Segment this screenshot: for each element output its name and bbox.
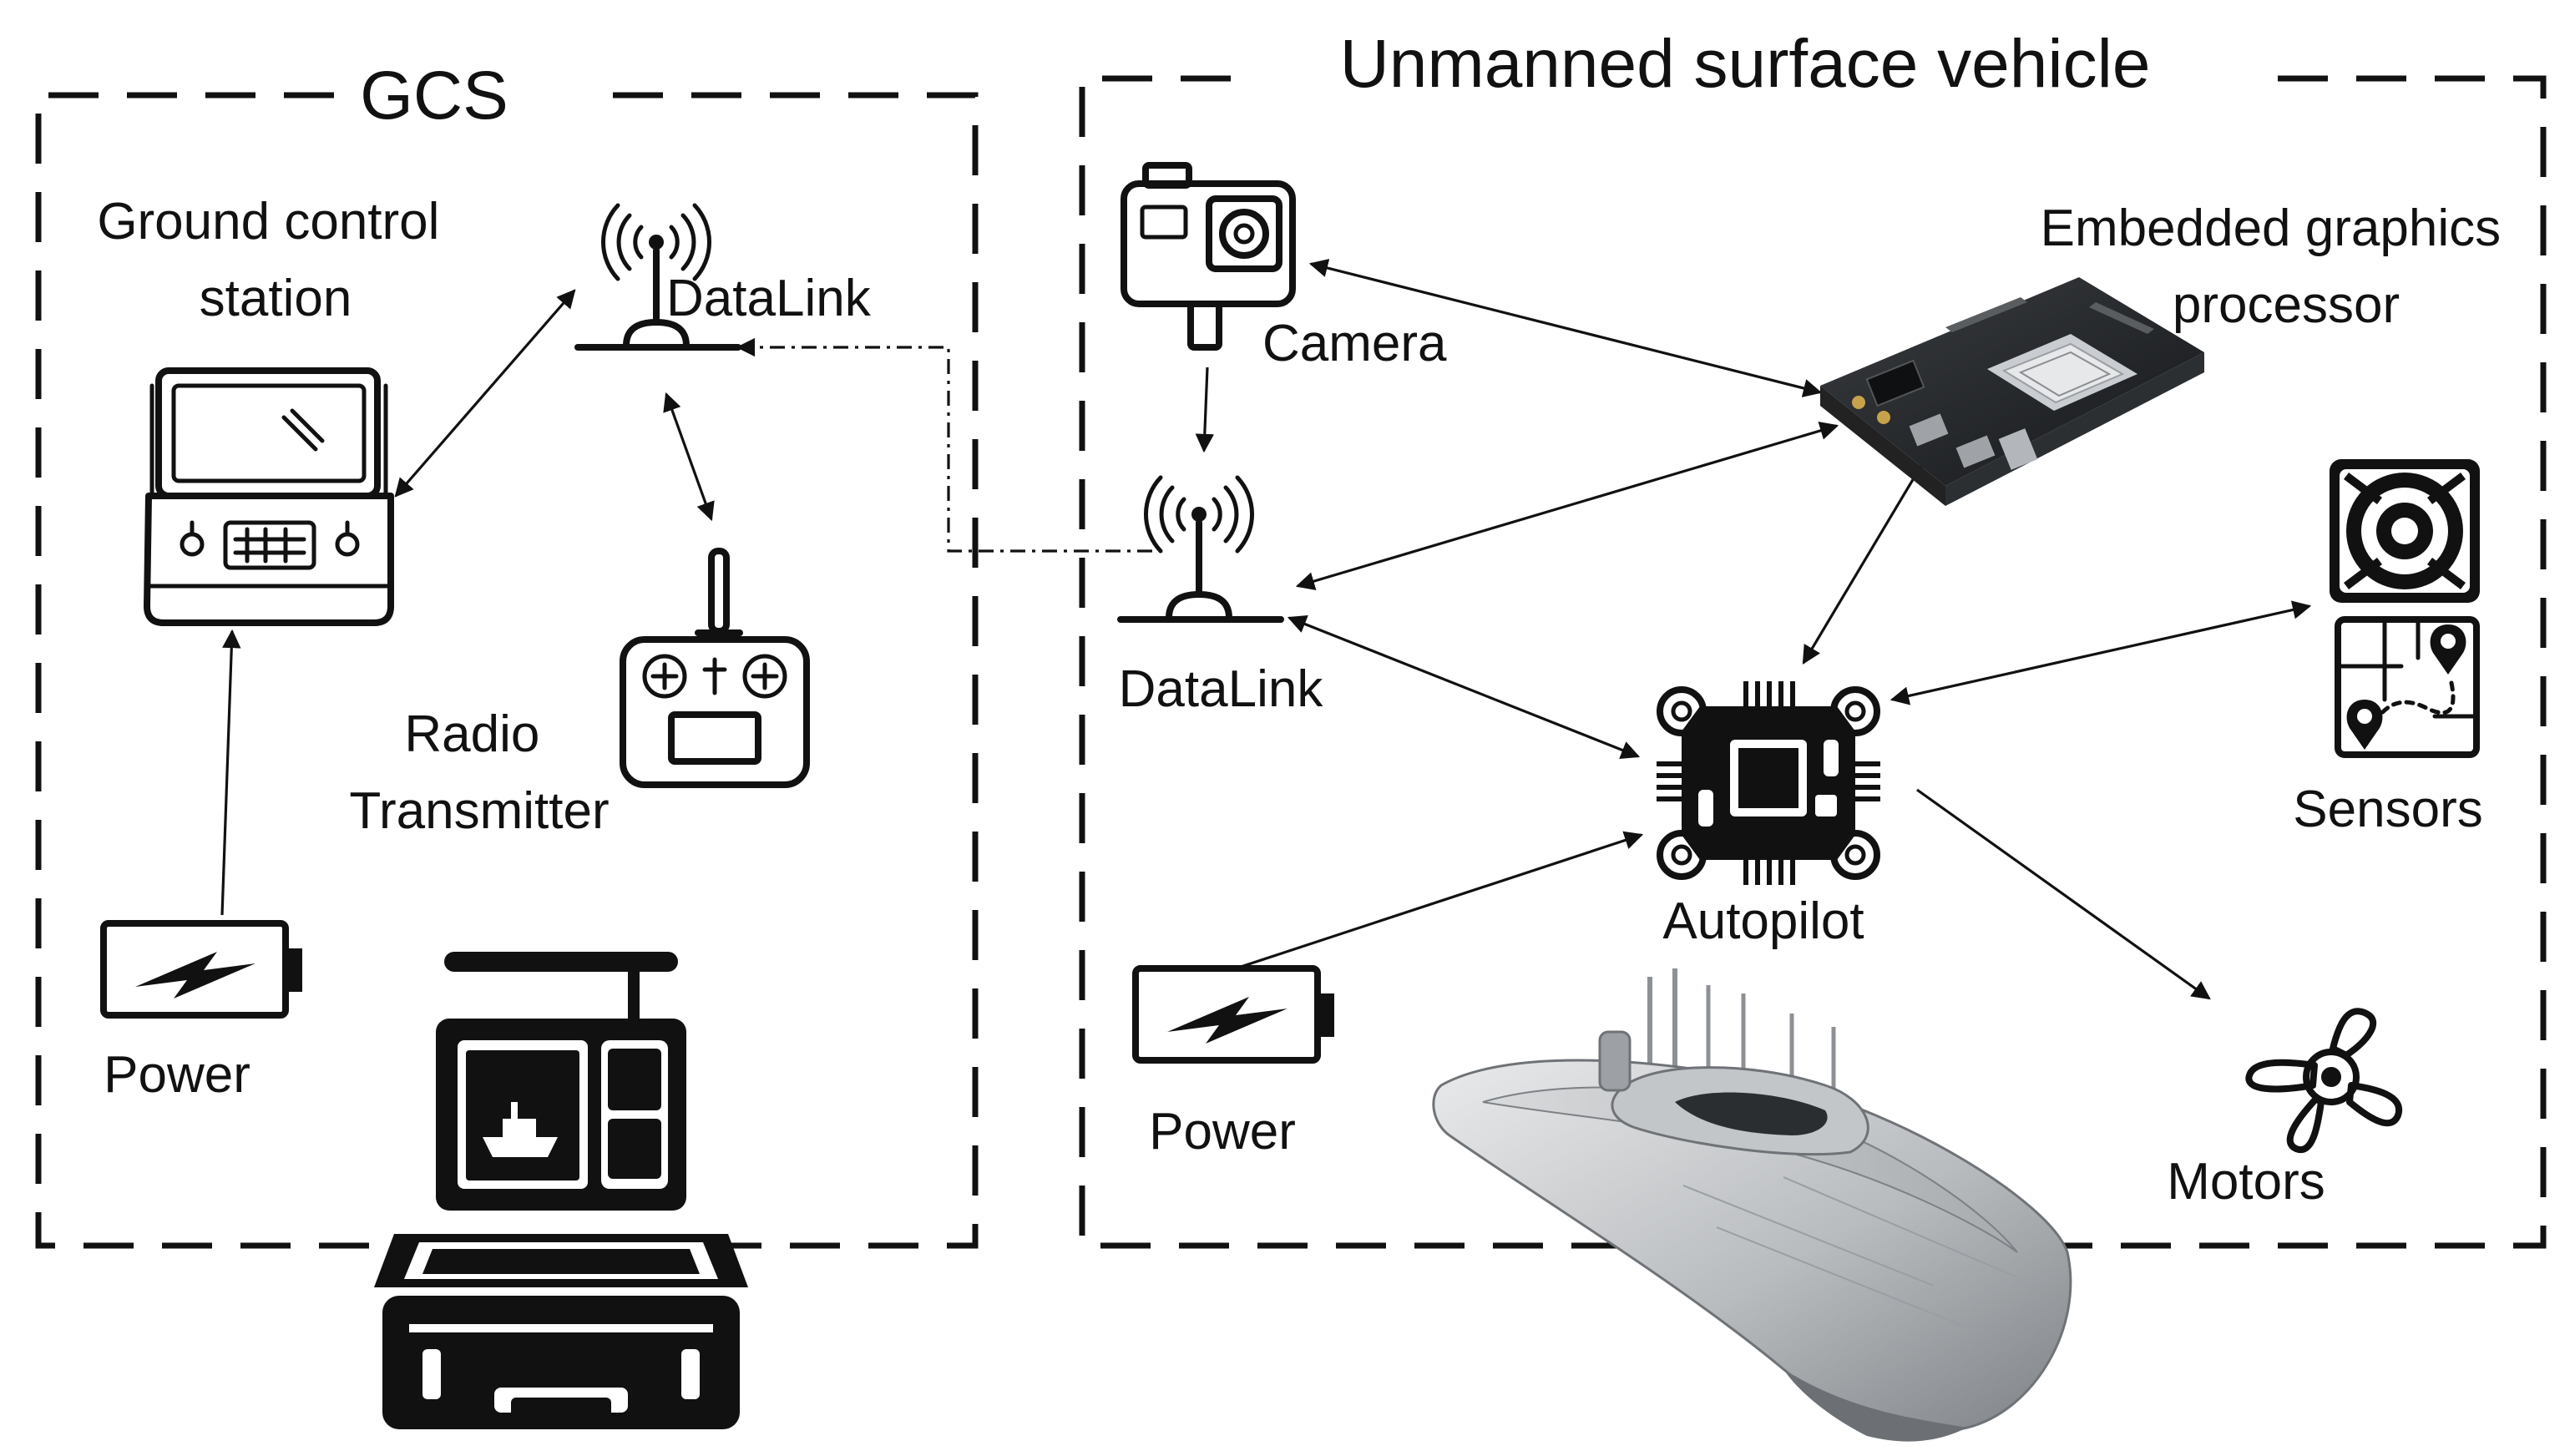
link-datalink-gpu <box>1295 422 1839 590</box>
embedded-board-icon <box>1820 277 2204 506</box>
link-gpu-autopilot <box>1802 463 1924 665</box>
usv-title: Unmanned surface vehicle <box>1340 26 2151 102</box>
embedded-gpu-label: Embedded graphics processor <box>2041 200 2516 334</box>
flight-controller-icon <box>1657 681 1880 885</box>
link-datalink-autopilot <box>1287 615 1641 759</box>
ground-control-station-label: Ground control station <box>97 193 453 327</box>
gcs-title: GCS <box>360 58 508 134</box>
camera-label: Camera <box>1262 315 1447 372</box>
gps-map-icon <box>2335 616 2480 758</box>
battery-icon <box>100 920 302 1019</box>
gcs-power-label: Power <box>104 1046 250 1104</box>
lidar-sensor-icon <box>2330 459 2480 603</box>
link-autopilot-motors <box>1916 788 2211 1000</box>
link-power-station <box>220 629 241 916</box>
battery-icon <box>1132 965 1334 1064</box>
gcs-datalink-label: DataLink <box>666 270 872 327</box>
radio-transmitter-icon <box>620 548 810 788</box>
ground-station-console-icon <box>144 367 394 626</box>
link-datalink-radio <box>663 392 715 522</box>
link-autopilot-sensors <box>1890 600 2312 705</box>
antenna-icon <box>1117 475 1284 623</box>
radio-transmitter-label: Radio Transmitter <box>349 705 609 840</box>
usv-power-label: Power <box>1149 1103 1296 1160</box>
link-camera-datalink <box>1195 367 1214 453</box>
link-camera-gpu <box>1308 259 1823 397</box>
link-station-datalink <box>394 289 576 498</box>
link-power-autopilot <box>1235 831 1644 970</box>
sensors-label: Sensors <box>2293 781 2482 838</box>
motors-label: Motors <box>2167 1153 2325 1211</box>
usv-boat-icon <box>1432 968 2072 1442</box>
autopilot-label: Autopilot <box>1662 892 1864 950</box>
propeller-icon <box>2245 1008 2403 1154</box>
link-datalink-radio-channel <box>736 337 1152 553</box>
usv-datalink-label: DataLink <box>1119 660 1324 718</box>
rugged-case-laptop-icon <box>374 952 748 1429</box>
action-camera-icon <box>1121 162 1296 351</box>
connections <box>220 259 2312 1000</box>
antenna-icon <box>574 203 741 351</box>
